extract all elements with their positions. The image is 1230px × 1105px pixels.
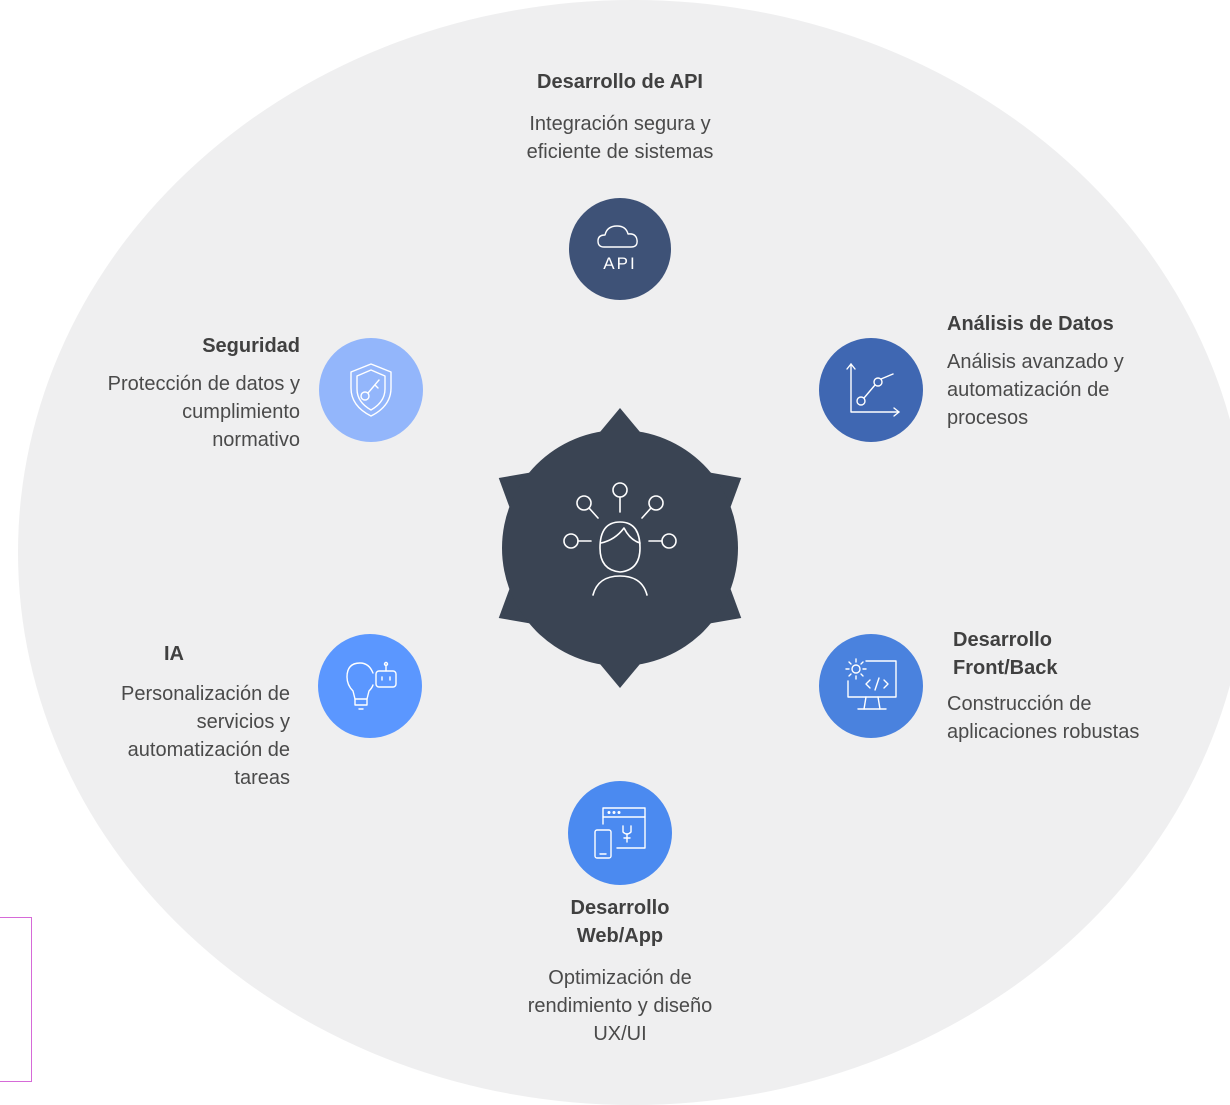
seguridad-desc-line-3: normativo [212, 429, 300, 451]
frontback-desc-line-2: aplicaciones robustas [947, 721, 1140, 743]
bulb-robot-icon [346, 661, 397, 710]
seguridad-desc-line-2: cumplimiento [182, 401, 300, 423]
web-mobile-icon [594, 807, 646, 859]
ia-desc-line-1: Personalización de [121, 683, 290, 705]
webapp-desc-line-2: rendimiento y diseño [527, 995, 713, 1017]
datos-desc-line-2: automatización de [947, 379, 1110, 401]
frontback-title-line-2: Front/Back [953, 657, 1058, 679]
frontback-title-line-1: Desarrollo [953, 629, 1052, 651]
webapp-title-line-1: Desarrollo [570, 897, 670, 919]
webapp-label: Desarrollo Web/App Optimización de rendi… [490, 894, 750, 1048]
ia-desc-line-3: automatización de [127, 739, 290, 761]
api-label: Desarrollo de API Integración segura y e… [480, 68, 760, 166]
seguridad-label: Seguridad Protección de datos y cumplimi… [30, 332, 300, 454]
code-monitor-icon [845, 658, 897, 710]
seguridad-title: Seguridad [202, 335, 300, 357]
frontback-desc-line-1: Construcción de [947, 693, 1092, 715]
frontback-label: Desarrollo Front/Back Construcción de ap… [947, 626, 1217, 746]
api-node: API [569, 198, 671, 300]
datos-desc-line-1: Análisis avanzado y [947, 351, 1124, 373]
datos-label: Análisis de Datos Análisis avanzado y au… [947, 310, 1217, 432]
webapp-desc-line-1: Optimización de [548, 967, 692, 989]
api-desc-line-2: eficiente de sistemas [526, 141, 714, 163]
svg-text:API: API [603, 254, 636, 273]
webapp-title-line-2: Web/App [576, 925, 664, 947]
ia-label: IA Personalización de servicios y automa… [40, 640, 290, 792]
ia-node [318, 634, 422, 738]
seguridad-node [319, 338, 423, 442]
line-chart-icon [846, 363, 900, 417]
datos-node [819, 338, 923, 442]
webapp-desc-line-3: UX/UI [593, 1023, 647, 1045]
frontback-node [819, 634, 923, 738]
seguridad-desc-line-1: Protección de datos y [107, 373, 300, 395]
cloud-api-icon: API [597, 225, 638, 273]
webapp-node [568, 781, 672, 885]
datos-title: Análisis de Datos [947, 313, 1114, 335]
api-title: Desarrollo de API [537, 71, 703, 93]
person-ideas-icon [563, 482, 677, 596]
ia-desc-line-2: servicios y [196, 711, 290, 733]
selection-frame [0, 917, 32, 1082]
api-desc-line-1: Integración segura y [529, 113, 711, 135]
datos-desc-line-3: procesos [947, 407, 1029, 429]
ia-title: IA [164, 643, 184, 665]
ia-desc-line-4: tareas [234, 767, 290, 789]
central-hub [502, 430, 738, 666]
shield-key-icon [350, 363, 392, 417]
